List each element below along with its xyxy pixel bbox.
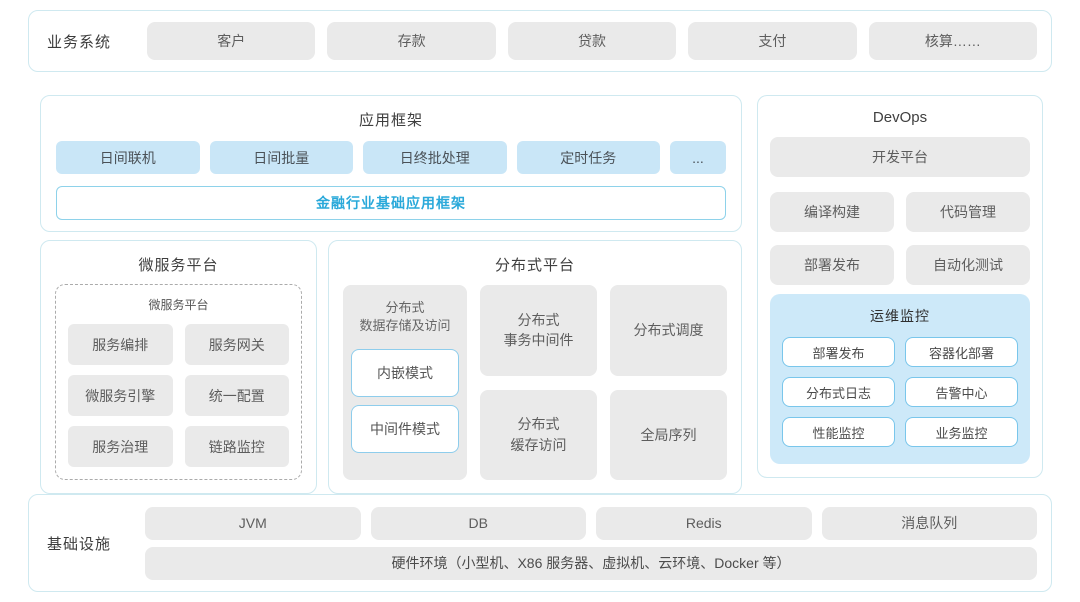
left-column: 应用框架 日间联机 日间批量 日终批处理 定时任务 ... 金融行业基础应用框架…	[40, 95, 742, 494]
distributed-data-storage-group: 分布式 数据存储及访问 内嵌模式 中间件模式	[343, 285, 467, 480]
distributed-platform-title: 分布式平台	[494, 257, 575, 274]
app-framework-modules-row: 日间联机 日间批量 日终批处理 定时任务 ...	[56, 141, 726, 174]
microservice-modules-grid: 服务编排 服务网关 微服务引擎 统一配置 服务治理 链路监控	[68, 324, 289, 467]
module-middleware-mode: 中间件模式	[351, 405, 459, 454]
platforms-row: 微服务平台 微服务平台 服务编排 服务网关 微服务引擎 统一配置 服务治理 链路…	[40, 240, 742, 494]
module-embedded-mode: 内嵌模式	[351, 349, 459, 398]
business-item-customer: 客户	[147, 22, 316, 60]
app-framework-title: 应用框架	[358, 112, 423, 129]
module-message-queue: 消息队列	[821, 506, 1037, 540]
module-deploy-release: 部署发布	[770, 245, 894, 285]
module-microservice-engine: 微服务引擎	[68, 375, 173, 416]
module-jvm: JVM	[145, 506, 361, 540]
ops-monitor-grid: 部署发布 容器化部署 分布式日志 告警中心 性能监控 业务监控	[782, 337, 1018, 447]
module-db: DB	[370, 506, 586, 540]
module-hardware-environment: 硬件环境（小型机、X86 服务器、虚拟机、云环境、Docker 等）	[145, 546, 1037, 580]
business-item-deposit: 存款	[327, 22, 496, 60]
module-distributed-transaction-middleware: 分布式 事务中间件	[480, 285, 597, 376]
module-monitor-deploy-release: 部署发布	[782, 337, 895, 367]
devops-panel: DevOps 开发平台 编译构建 代码管理 部署发布 自动化测试 运维监控 部署…	[757, 95, 1043, 478]
distributed-middle-column: 分布式 事务中间件 分布式 缓存访问	[480, 285, 597, 480]
module-distributed-scheduling: 分布式调度	[610, 285, 727, 376]
module-eod-batch: 日终批处理	[363, 141, 507, 174]
business-item-accounting: 核算……	[868, 22, 1038, 60]
financial-base-framework: 金融行业基础应用框架	[56, 186, 726, 220]
module-scheduled-tasks: 定时任务	[516, 141, 660, 174]
ops-monitor-panel: 运维监控 部署发布 容器化部署 分布式日志 告警中心 性能监控 业务监控	[770, 294, 1030, 464]
module-alert-center: 告警中心	[905, 377, 1018, 407]
microservice-inner-title: 微服务平台	[148, 298, 209, 312]
business-systems-bar: 业务系统 客户 存款 贷款 支付 核算……	[28, 10, 1052, 72]
microservice-platform-panel: 微服务平台 微服务平台 服务编排 服务网关 微服务引擎 统一配置 服务治理 链路…	[40, 240, 317, 494]
module-distributed-logging: 分布式日志	[782, 377, 895, 407]
business-systems-label: 业务系统	[47, 33, 112, 51]
infrastructure-bar: 基础设施 JVM DB Redis 消息队列 硬件环境（小型机、X86 服务器、…	[28, 494, 1052, 592]
devops-modules-grid: 编译构建 代码管理 部署发布 自动化测试	[770, 192, 1030, 285]
module-business-monitoring: 业务监控	[905, 417, 1018, 447]
module-service-governance: 服务治理	[68, 426, 173, 467]
infrastructure-content: JVM DB Redis 消息队列 硬件环境（小型机、X86 服务器、虚拟机、云…	[145, 506, 1037, 580]
ops-monitor-title: 运维监控	[870, 308, 930, 324]
module-code-management: 代码管理	[906, 192, 1030, 232]
module-global-sequence: 全局序列	[610, 389, 727, 480]
module-compile-build: 编译构建	[770, 192, 894, 232]
distributed-data-storage-title: 分布式 数据存储及访问	[359, 300, 451, 334]
distributed-platform-body: 分布式 数据存储及访问 内嵌模式 中间件模式 分布式 事务中间件 分布式 缓存访…	[343, 285, 727, 480]
devops-title: DevOps	[872, 109, 928, 126]
middle-zone: 应用框架 日间联机 日间批量 日终批处理 定时任务 ... 金融行业基础应用框架…	[40, 95, 1043, 494]
module-distributed-cache-access: 分布式 缓存访问	[480, 389, 597, 480]
microservice-inner-group: 微服务平台 服务编排 服务网关 微服务引擎 统一配置 服务治理 链路监控	[55, 284, 302, 480]
module-service-gateway: 服务网关	[184, 324, 289, 365]
module-redis: Redis	[596, 506, 812, 540]
module-service-orchestration: 服务编排	[68, 324, 173, 365]
distributed-right-column: 分布式调度 全局序列	[610, 285, 727, 480]
business-item-payment: 支付	[688, 22, 857, 60]
infrastructure-label: 基础设施	[47, 535, 112, 553]
module-trace-monitoring: 链路监控	[184, 426, 289, 467]
infrastructure-modules-row: JVM DB Redis 消息队列	[145, 506, 1037, 540]
module-daytime-batch: 日间批量	[209, 141, 353, 174]
module-automated-testing: 自动化测试	[906, 245, 1030, 285]
microservice-platform-title: 微服务平台	[138, 257, 219, 274]
module-unified-config: 统一配置	[184, 375, 289, 416]
module-dev-platform: 开发平台	[770, 137, 1030, 177]
app-framework-panel: 应用框架 日间联机 日间批量 日终批处理 定时任务 ... 金融行业基础应用框架	[40, 95, 742, 232]
module-containerized-deployment: 容器化部署	[905, 337, 1018, 367]
module-daytime-online: 日间联机	[56, 141, 200, 174]
business-item-loan: 贷款	[507, 22, 677, 60]
module-performance-monitoring: 性能监控	[782, 417, 895, 447]
distributed-platform-panel: 分布式平台 分布式 数据存储及访问 内嵌模式 中间件模式 分布式 事务中间件 分…	[328, 240, 742, 494]
module-more-ellipsis: ...	[670, 141, 726, 174]
